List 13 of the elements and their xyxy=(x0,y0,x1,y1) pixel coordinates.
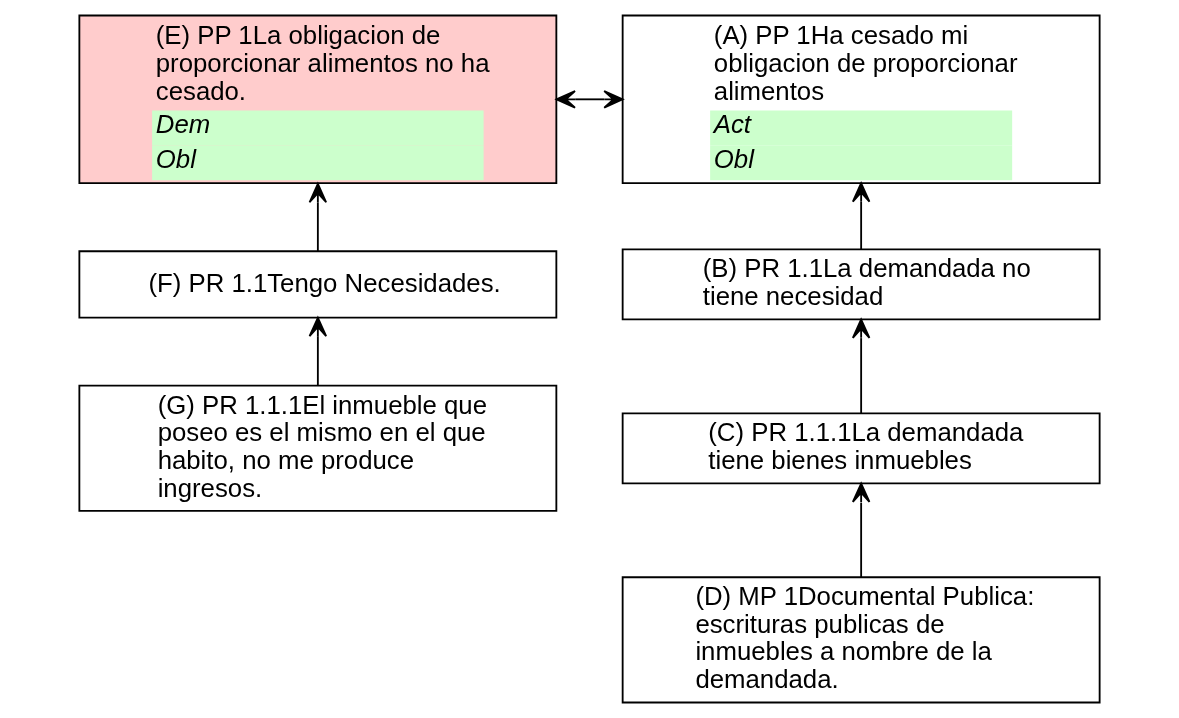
node-box: (G) PR 1.1.1El inmueble que poseo es el mismo en el que habito, no me produce ingresos. xyxy=(78,384,558,512)
arrow xyxy=(308,316,328,386)
arrow xyxy=(851,318,871,415)
arrow xyxy=(851,182,871,251)
node-box: (C) PR 1.1.1La demandada tiene bienes inmuebles xyxy=(621,412,1101,485)
arrow xyxy=(851,482,871,578)
node-box: (A) PP 1Ha cesado mi obligacion de proporcionar alimentos Act Obl xyxy=(621,14,1101,185)
arrow xyxy=(308,182,328,252)
node-box: (E) PP 1La obligacion de proporcionar alimentos no ha cesado. Dem Obl xyxy=(78,14,558,185)
node-box: (F) PR 1.1Tengo Necesidades. xyxy=(78,250,558,319)
node-box: (B) PR 1.1La demandada no tiene necesidad xyxy=(621,248,1101,321)
arrow xyxy=(555,90,624,109)
node-box: (D) MP 1Documental Publica: escrituras publicas de inmuebles a nombre de la demandada. xyxy=(621,576,1101,704)
